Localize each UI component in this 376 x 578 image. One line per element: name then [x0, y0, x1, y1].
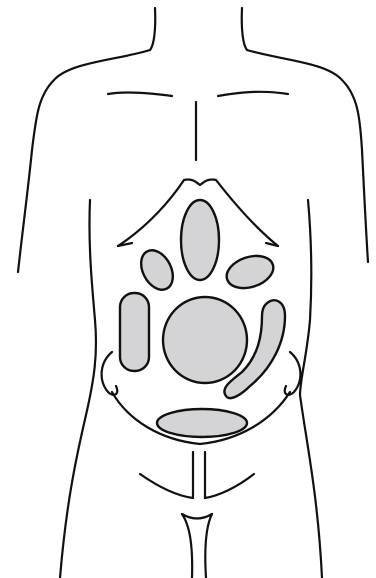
- left-small-oval: [135, 245, 179, 295]
- right-collarbone-line: [218, 92, 288, 96]
- torso-left-outline: [60, 200, 96, 578]
- thigh-junction-right: [205, 514, 212, 578]
- abdominal-regions: [120, 200, 285, 437]
- central-circle: [163, 297, 247, 383]
- left-inguinal-line: [140, 474, 193, 498]
- left-iliac-hook: [102, 352, 118, 395]
- lower-horizontal-oval: [157, 409, 247, 437]
- upper-oval: [181, 200, 219, 280]
- right-iliac-hook: [285, 352, 301, 395]
- thigh-junction-top: [182, 514, 212, 519]
- right-shoulder-arm-outline: [247, 50, 368, 262]
- right-small-oval: [223, 250, 278, 293]
- torso-right-outline: [300, 200, 322, 578]
- neck-left-outline: [150, 8, 155, 50]
- right-inguinal-line: [205, 474, 254, 498]
- left-collarbone-line: [108, 93, 172, 96]
- left-vertical-region: [120, 293, 149, 371]
- neck-right-outline: [242, 8, 247, 50]
- thigh-junction-left: [182, 514, 192, 578]
